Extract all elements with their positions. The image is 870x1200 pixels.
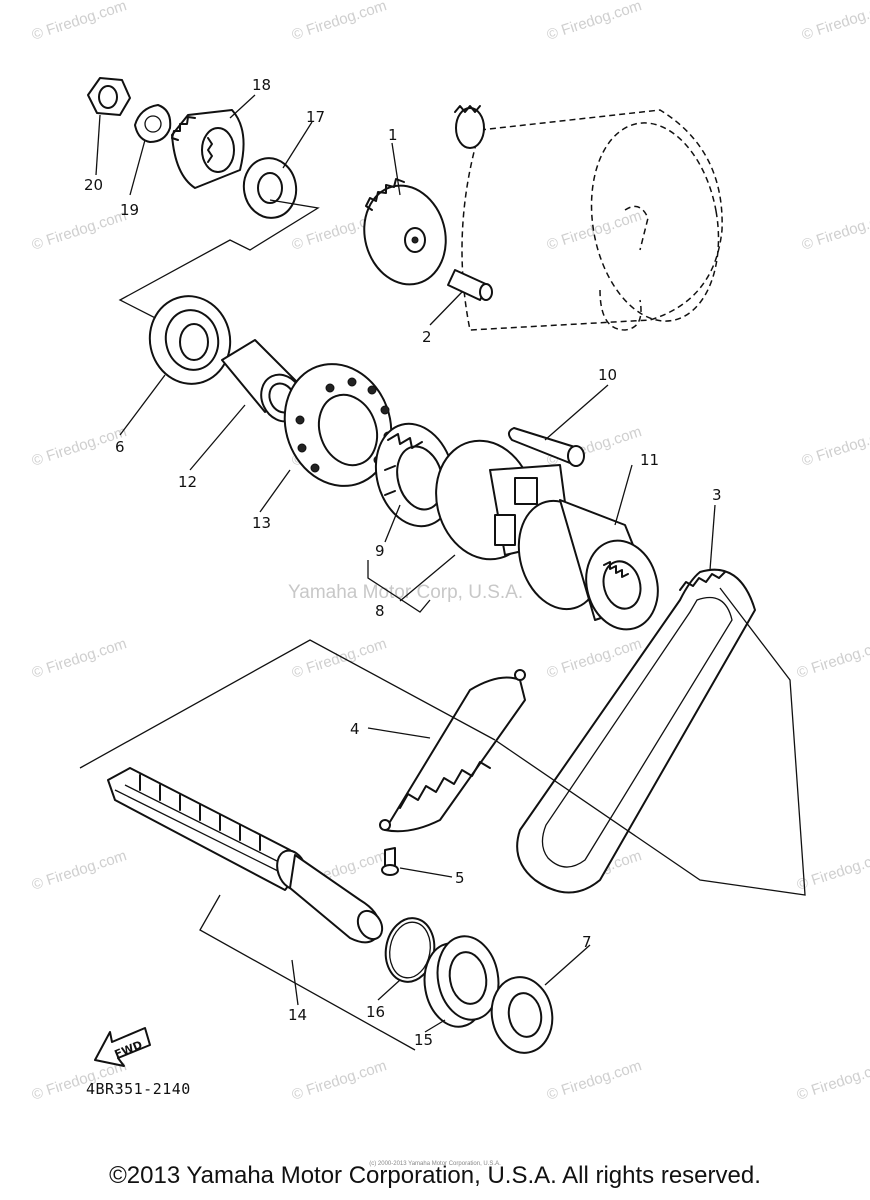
part-11-gear bbox=[517, 499, 659, 631]
part-2-pin bbox=[447, 269, 493, 301]
part-label-8: 8 bbox=[375, 602, 385, 620]
part-label-9: 9 bbox=[375, 542, 385, 560]
part-label-20: 20 bbox=[84, 176, 103, 194]
part-14-shaft bbox=[107, 767, 384, 944]
part-label-15: 15 bbox=[414, 1031, 433, 1049]
part-label-17: 17 bbox=[306, 108, 325, 126]
part-18-gear bbox=[171, 109, 245, 189]
leader-lines bbox=[95, 94, 716, 1033]
drawing-code: 4BR351-2140 bbox=[86, 1080, 191, 1098]
bracket-line bbox=[79, 639, 496, 769]
part-13-plate bbox=[283, 363, 393, 487]
part-20-nut bbox=[87, 77, 131, 116]
part-4-chain-guide bbox=[379, 669, 526, 833]
part-label-13: 13 bbox=[252, 514, 271, 532]
part-5-bolt bbox=[381, 847, 399, 876]
part-15-bearing bbox=[423, 935, 500, 1028]
part-1-gear bbox=[363, 178, 447, 286]
copyright-notice: ©2013 Yamaha Motor Corporation, U.S.A. A… bbox=[109, 1162, 761, 1189]
part-3-chain bbox=[494, 568, 806, 896]
small-note: (c) 2000-2013 Yamaha Motor Corporation, … bbox=[369, 1161, 501, 1167]
bracket-line bbox=[367, 560, 431, 613]
fwd-arrow-icon: FWD bbox=[94, 1027, 151, 1067]
part-label-18: 18 bbox=[252, 76, 271, 94]
starter-motor bbox=[454, 105, 723, 331]
part-label-6: 6 bbox=[115, 438, 125, 456]
bracket-line bbox=[199, 894, 416, 1051]
part-10-pin bbox=[508, 427, 585, 467]
part-6-bearing bbox=[148, 295, 232, 385]
part-label-14: 14 bbox=[288, 1006, 307, 1024]
part-label-11: 11 bbox=[640, 451, 659, 469]
part-labels: 20 19 18 17 1 2 10 3 11 6 12 13 9 8 4 5 … bbox=[84, 76, 722, 1049]
part-label-19: 19 bbox=[120, 201, 139, 219]
part-label-2: 2 bbox=[422, 328, 432, 346]
part-19-lock-washer bbox=[134, 104, 172, 143]
part-7-seal bbox=[490, 976, 554, 1054]
part-label-12: 12 bbox=[178, 473, 197, 491]
part-label-5: 5 bbox=[455, 869, 465, 887]
part-label-4: 4 bbox=[350, 720, 360, 738]
part-label-1: 1 bbox=[388, 126, 398, 144]
center-watermark: Yamaha Motor Corp, U.S.A. bbox=[288, 582, 524, 603]
part-17-seal bbox=[242, 157, 298, 219]
part-label-7: 7 bbox=[582, 933, 592, 951]
part-label-16: 16 bbox=[366, 1003, 385, 1021]
bracket-line bbox=[118, 199, 320, 329]
part-label-10: 10 bbox=[598, 366, 617, 384]
part-label-3: 3 bbox=[712, 486, 722, 504]
